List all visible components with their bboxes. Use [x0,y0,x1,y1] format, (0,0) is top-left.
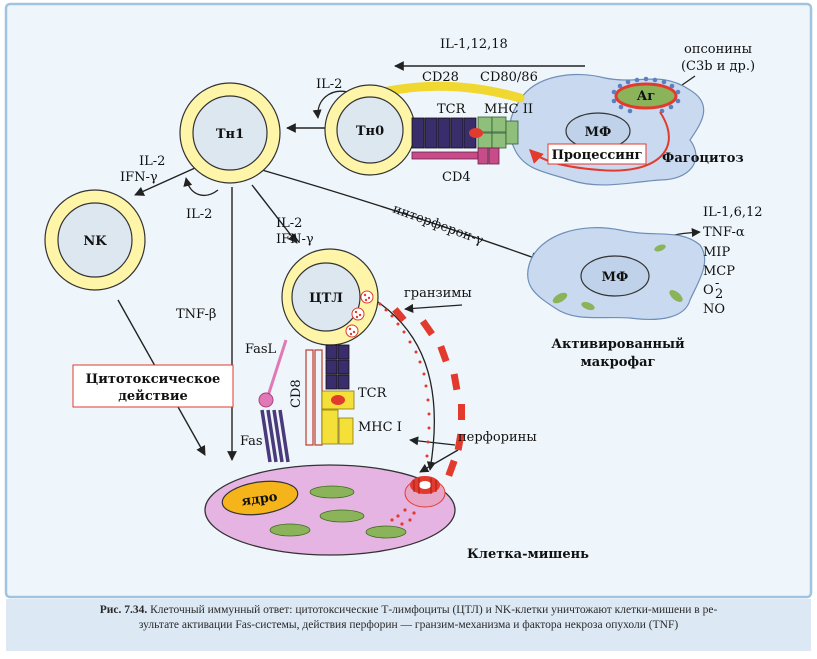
activated-label-1: Активированный [551,337,685,352]
perforin-pore [404,476,446,508]
granzymes-label: гранзимы [404,286,472,301]
tcr-top-label: TCR [437,102,467,117]
tcr-bottom-label: TCR [358,386,388,401]
ifn-nk-label: IFN-γ [120,170,158,185]
granule-trail [374,299,436,471]
macrophage-active-label: МФ [602,270,629,285]
cytokine-no: NO [703,302,725,317]
cytokine-o2: O [703,283,714,298]
mhc2-label: MHC II [484,102,533,117]
cd8-label: CD8 [289,379,304,408]
processing-box [547,143,647,165]
fas-receptor [260,409,290,463]
cd4-label: CD4 [442,170,471,185]
receptor-tcr [411,117,477,149]
cytotoxic-label-1: Цитотоксическое [86,372,221,387]
macrophage-top-label: МФ [585,125,612,140]
arrow-il2-th0-loop [312,90,349,119]
cd28-cd80-bridge [378,81,525,103]
il2-th0-label: IL-2 [316,77,342,92]
th0-label: Тн0 [356,124,384,139]
arrow-granzymes [404,303,463,313]
target-organelles [269,485,407,539]
fasl-label: FasL [245,342,277,357]
caption-line-1: Клеточный иммунный ответ: цитотоксически… [150,604,718,616]
fas-ligand [266,339,288,397]
cytokine-il-1-6-12: IL-1,6,12 [703,205,763,220]
cytokine-o2-sub: 2 [715,287,723,302]
granules [345,290,431,458]
arrow-th1-to-ctl [251,184,298,244]
th0-nucleus [336,96,404,164]
arrow-perforins-2 [419,449,459,473]
nk-label: NK [83,234,107,249]
antigen [614,82,678,110]
activated-label-2: макрофаг [581,355,656,370]
ctl-nucleus [291,262,361,332]
ifn-ctl-label: IFN-γ [276,232,314,247]
opsonin-dots [611,76,681,114]
arrow-th1-to-nk [134,167,196,196]
cytotoxic-label-2: действие [118,389,188,404]
caption-number: Рис. 7.34. [99,604,148,616]
macrophage-active-nucleus [580,255,650,297]
caption-background [6,599,811,651]
th1-label: Тн1 [216,127,244,142]
cytokine-o2-sup: - [715,276,719,291]
mhc1-label: MHC I [358,420,402,435]
arrow-interferon [261,169,541,262]
fas-label: Fas [240,434,263,449]
th1-nucleus [192,95,268,171]
phagocytosis-label: Фагоцитоз [662,151,744,166]
cytokine-tnf-a: TNF-α [703,225,745,240]
processing-path [529,111,670,172]
arrow-il2-th1-loop [183,177,219,196]
nucleus-label: ядро [241,490,279,510]
receptor-tcr-ctl [325,344,350,390]
cytokine-mcp: MCP [703,264,735,279]
figure-caption: Рис. 7.34. Клеточный иммунный ответ: цит… [10,603,807,633]
target-nucleus [221,480,299,516]
cytotoxic-box [72,364,234,408]
cd28-label: CD28 [422,70,459,85]
il2-loop-label: IL-2 [186,207,212,222]
il2-nk-label: IL-2 [139,154,165,169]
receptor-cd4 [411,147,500,165]
tnf-beta-label: TNF-β [176,307,216,322]
ctl-label: ЦТЛ [309,291,343,306]
cytokine-mip: MIP [703,245,730,260]
perforins-label: перфорины [458,430,537,445]
pore-spill-granules [390,508,416,526]
receptor-mhc-i [321,390,355,445]
il-1-12-18-label: IL-1,12,18 [440,37,508,52]
opsonins-label-2: (C3b и др.) [681,59,755,74]
cd80-label: CD80/86 [480,70,538,85]
target-cell-label: Клетка-мишень [467,547,589,562]
arrow-perforins-1 [409,436,456,446]
antigen-label: Аг [637,89,656,104]
caption-line-2: зультате активации Fas-системы, действия… [138,619,679,631]
nk-nucleus [57,202,133,278]
processing-label: Процессинг [552,148,643,163]
macrophage-granules [552,244,683,311]
il2-ctl-label: IL-2 [276,216,302,231]
fasl-bead [258,392,274,408]
opsonins-label: опсонины [684,42,752,57]
perforin-bars [392,307,465,477]
